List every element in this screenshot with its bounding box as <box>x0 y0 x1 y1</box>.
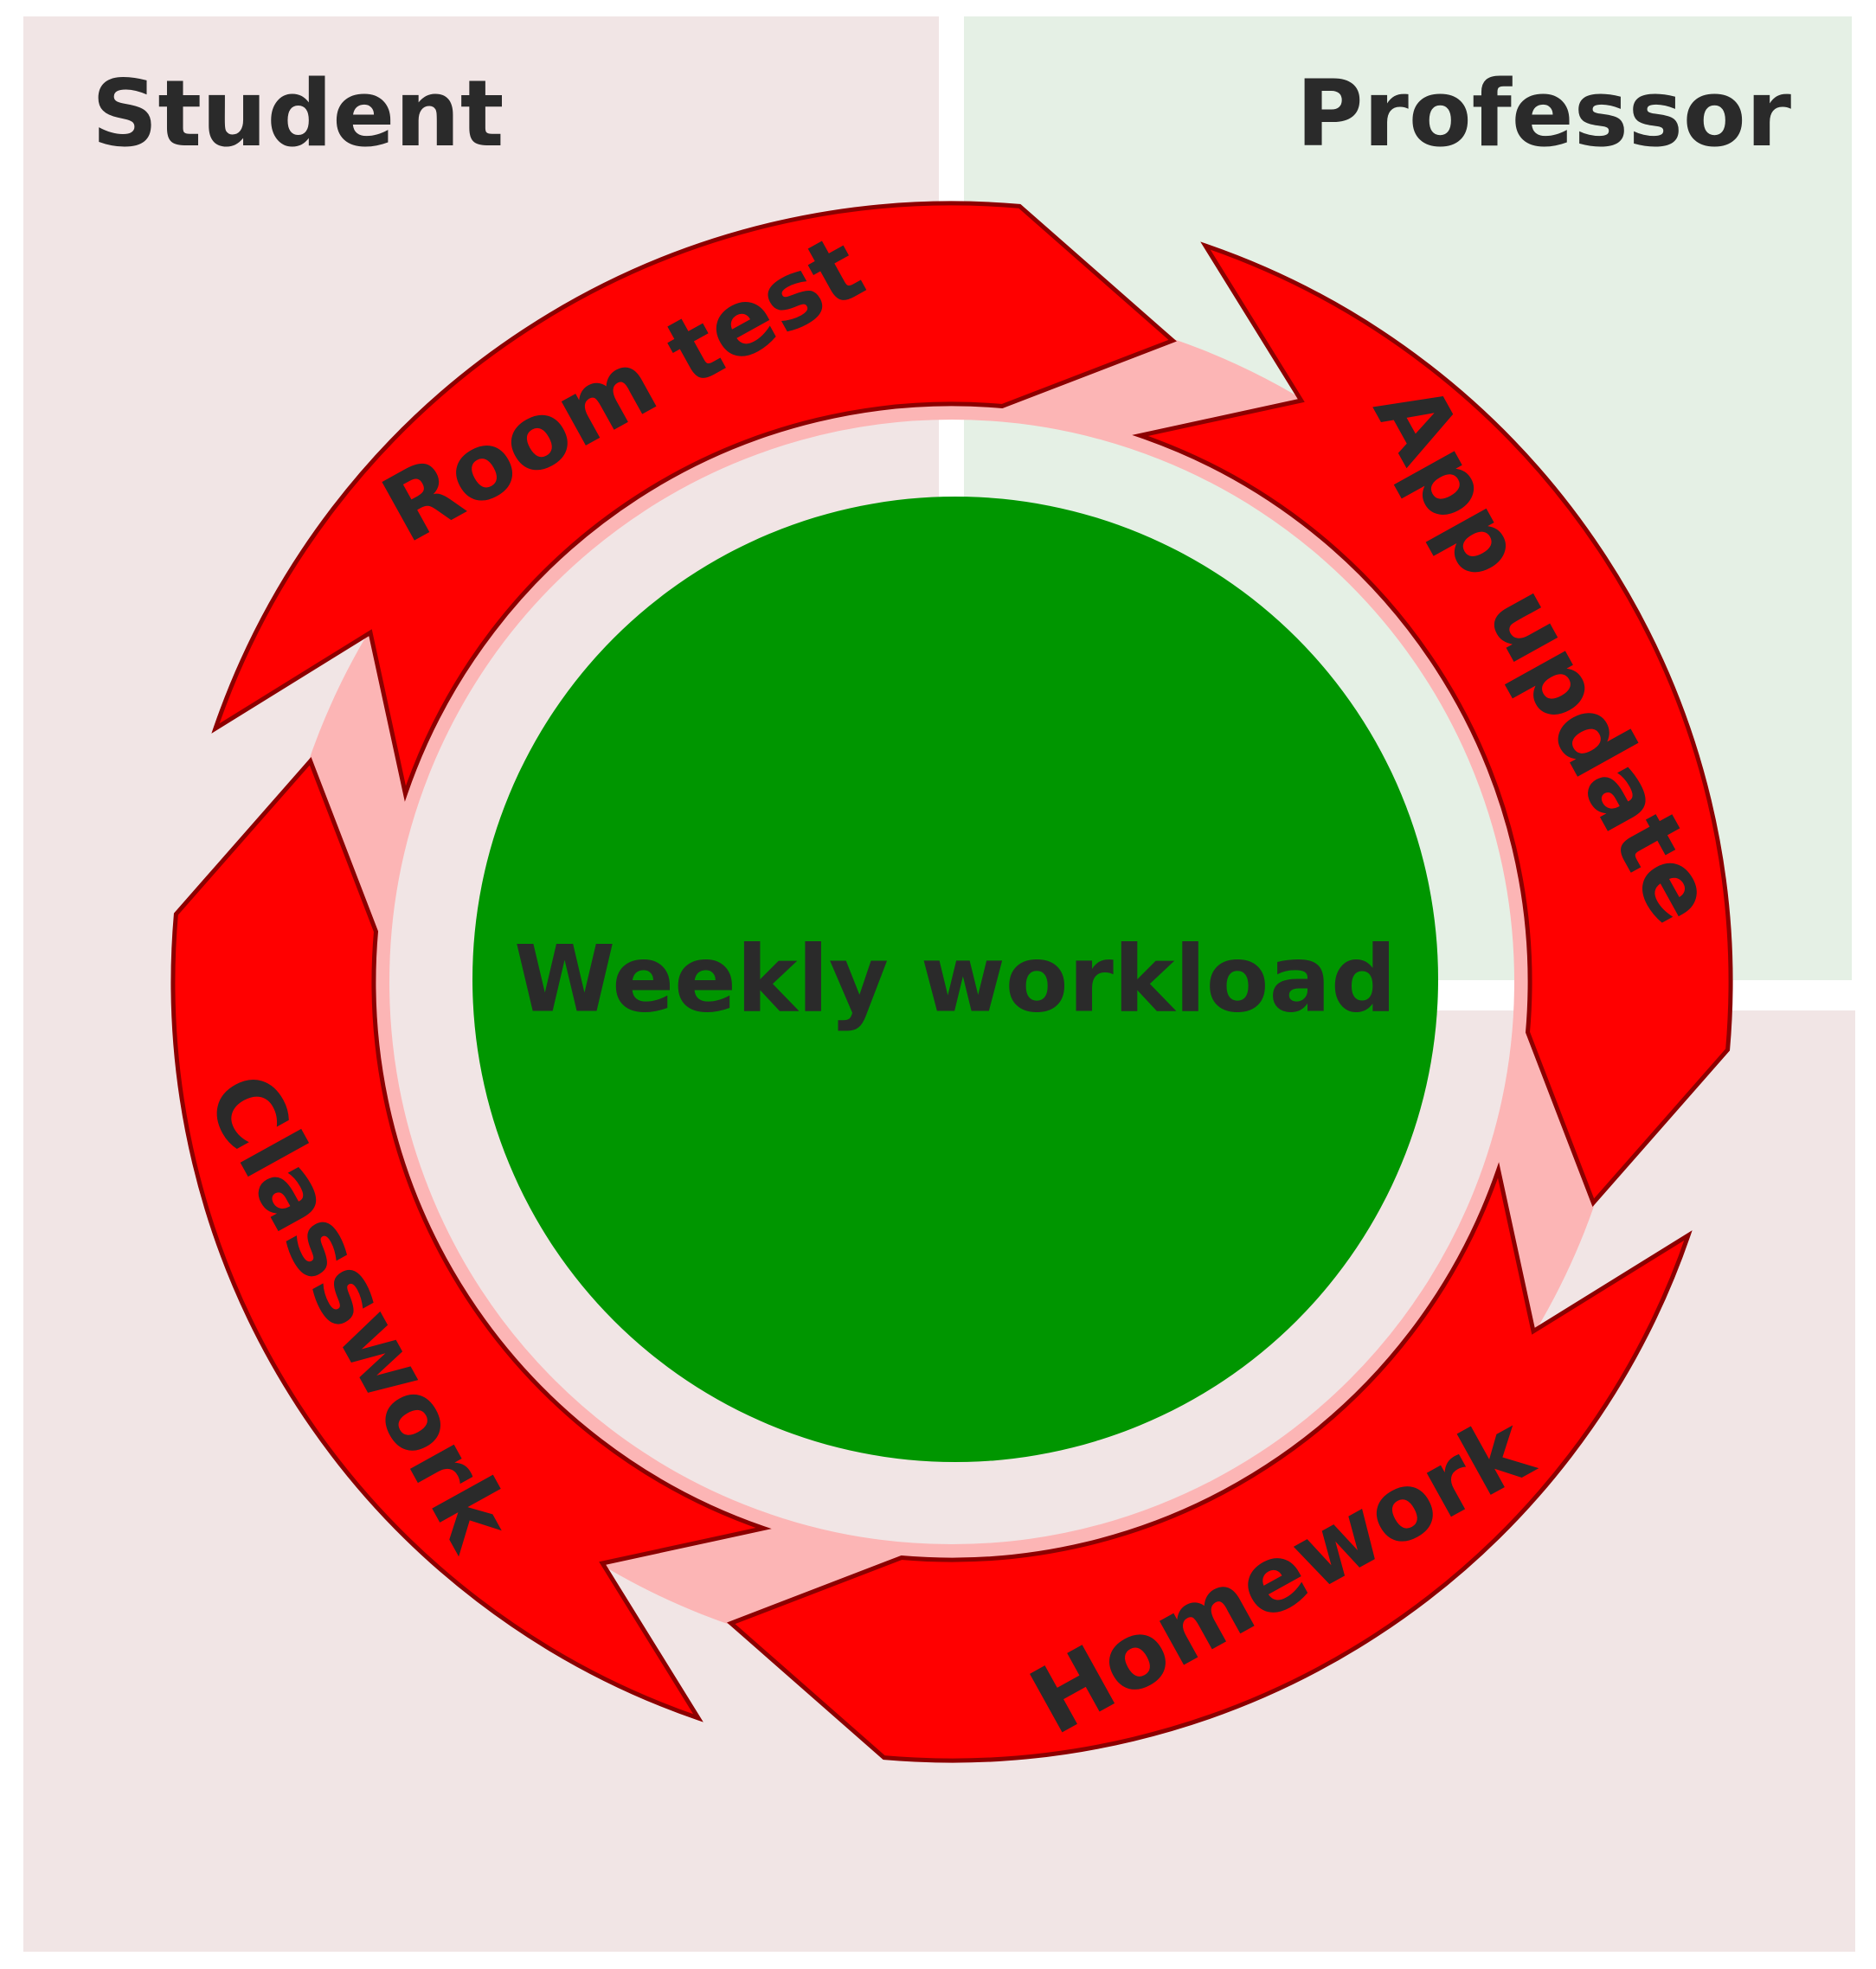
hub-label: Weekly workload <box>514 927 1397 1033</box>
arrow-homework <box>727 1162 1693 1763</box>
arrow-app-update <box>1132 241 1733 1207</box>
arrow-classwork <box>170 757 772 1722</box>
arrow-room-test <box>211 201 1177 802</box>
cycle-arrows <box>170 201 1733 1763</box>
hub-circle <box>472 497 1438 1462</box>
student-region-label: Student <box>92 61 504 167</box>
professor-region-label: Professor <box>1296 61 1791 167</box>
